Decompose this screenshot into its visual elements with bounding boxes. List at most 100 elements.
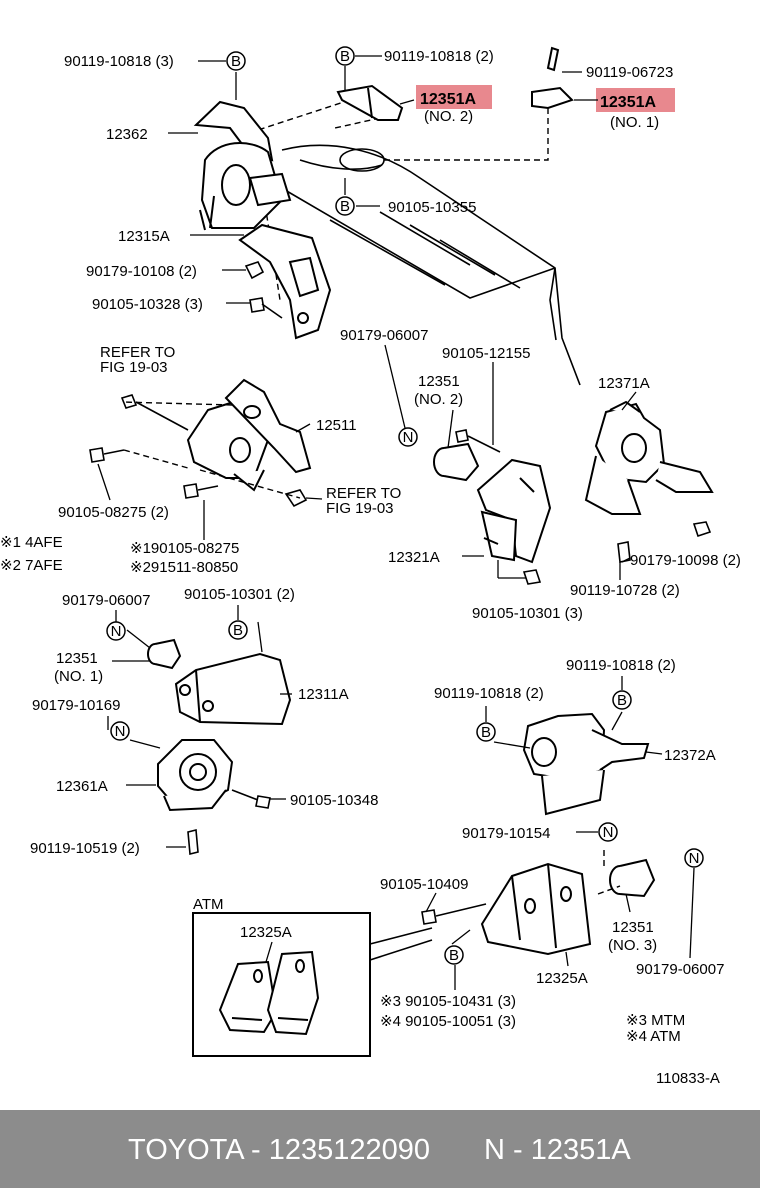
label-fig-code: 110833-A bbox=[656, 1070, 720, 1087]
label-note1: ※1 4AFE bbox=[0, 534, 63, 551]
part-12351-no3 bbox=[609, 858, 656, 898]
label-90119-06723: 90119-06723 bbox=[586, 64, 673, 81]
nut-90179-10108 bbox=[244, 261, 265, 280]
label-no1-a: (NO. 1) bbox=[610, 114, 659, 131]
label-atm: ※4 ATM bbox=[626, 1028, 681, 1045]
label-90179-06007-mid: 90179-06007 bbox=[340, 327, 428, 344]
parts-diagram: B B B N N B B B N N N B 90119-10818 (3) … bbox=[0, 46, 741, 1087]
marker-n: N bbox=[115, 723, 126, 740]
marker-n: N bbox=[603, 824, 614, 841]
label-no3: (NO. 3) bbox=[608, 937, 657, 954]
marker-b: B bbox=[340, 48, 350, 65]
label-90105-08275: 90105-08275 (2) bbox=[58, 504, 169, 521]
bolt-90105-10409 bbox=[421, 903, 487, 925]
label-12325a-box: 12325A bbox=[240, 924, 292, 941]
bolt-90105-12155 bbox=[455, 429, 501, 453]
label-atm-box: ATM bbox=[193, 896, 224, 913]
label-90105-10355: 90105-10355 bbox=[388, 199, 476, 216]
bolt-90105-10301-c bbox=[522, 569, 542, 585]
label-no2-a: (NO. 2) bbox=[424, 108, 473, 125]
label-12311a: 12311A bbox=[298, 686, 349, 703]
label-no1-b: (NO. 1) bbox=[54, 668, 103, 685]
part-12372a-mount bbox=[522, 712, 650, 816]
bolt-90105-08275 bbox=[89, 447, 219, 499]
label-190105-08275: ※190105-08275 bbox=[130, 540, 239, 557]
marker-circles bbox=[106, 46, 704, 965]
part-12351-no1 bbox=[147, 638, 182, 670]
label-12351-no1: 12351 bbox=[56, 650, 98, 667]
label-no2-b: (NO. 2) bbox=[414, 391, 463, 408]
label-90105-10431: ※3 90105-10431 (3) bbox=[380, 993, 516, 1010]
label-90105-12155: 90105-12155 bbox=[442, 345, 530, 362]
label-12511: 12511 bbox=[316, 417, 357, 434]
label-refer2-a: REFER TO bbox=[326, 485, 401, 502]
leader-lines bbox=[97, 55, 695, 990]
label-90119-10818-m: 90119-10818 (2) bbox=[434, 685, 544, 702]
label-12361a: 12361A bbox=[56, 778, 108, 795]
part-12351-no2 bbox=[433, 442, 480, 482]
marker-b: B bbox=[449, 947, 459, 964]
bolt-refer-19-03-upper bbox=[120, 394, 189, 431]
part-12325a-atm bbox=[218, 950, 320, 1036]
label-90119-10728: 90119-10728 (2) bbox=[570, 582, 680, 599]
label-90105-10328: 90105-10328 (3) bbox=[92, 296, 203, 313]
label-90179-10108: 90179-10108 (2) bbox=[86, 263, 197, 280]
label-90119-10818-tl: 90119-10818 (3) bbox=[64, 53, 174, 70]
part-labels: 90119-10818 (3) 90119-10818 (2) 90119-06… bbox=[0, 48, 741, 1087]
label-90105-10301-c: 90105-10301 (3) bbox=[472, 605, 583, 622]
label-12371a: 12371A bbox=[598, 375, 650, 392]
part-12321a-bracket bbox=[476, 458, 552, 564]
part-12351a-no2 bbox=[336, 84, 404, 121]
label-mtm: ※3 MTM bbox=[626, 1012, 685, 1029]
nut-refer-19-03-lower bbox=[284, 489, 308, 508]
label-90105-10348: 90105-10348 bbox=[290, 792, 378, 809]
label-90119-10818-top: 90119-10818 (2) bbox=[384, 48, 494, 65]
highlight-12351a-no2 bbox=[416, 85, 492, 109]
label-12315a: 12315A bbox=[118, 228, 170, 245]
marker-n: N bbox=[403, 429, 414, 446]
label-refer1-a: REFER TO bbox=[100, 344, 175, 361]
part-12511-bracket bbox=[186, 378, 312, 492]
label-90179-06007-l: 90179-06007 bbox=[62, 592, 150, 609]
label-90105-10409: 90105-10409 bbox=[380, 876, 468, 893]
dashed-leaders-12511 bbox=[121, 401, 301, 499]
marker-n: N bbox=[111, 623, 122, 640]
label-90105-10301-2: 90105-10301 (2) bbox=[184, 586, 295, 603]
dashed-leaders-lower bbox=[597, 850, 621, 895]
marker-b: B bbox=[340, 198, 350, 215]
label-note2: ※2 7AFE bbox=[0, 557, 63, 574]
marker-b: B bbox=[231, 53, 241, 70]
marker-b: B bbox=[233, 622, 243, 639]
bolt-90105-10348 bbox=[231, 789, 271, 809]
atm-inset-pointer bbox=[369, 927, 433, 961]
label-90119-10818-r: 90119-10818 (2) bbox=[566, 657, 676, 674]
bolt-90119-10519 bbox=[187, 828, 199, 856]
label-refer2-b: FIG 19-03 bbox=[326, 500, 394, 517]
label-12325a: 12325A bbox=[536, 970, 588, 987]
dashed-leaders-top bbox=[257, 99, 549, 301]
part-12325a-bracket bbox=[480, 862, 592, 956]
part-12315a-bracket bbox=[238, 223, 332, 340]
bolt-90105-10328 bbox=[249, 297, 283, 319]
label-90179-10169: 90179-10169 bbox=[32, 697, 120, 714]
marker-n: N bbox=[689, 850, 700, 867]
label-12351a-no1: 12351A bbox=[600, 94, 656, 111]
label-90105-10051: ※4 90105-10051 (3) bbox=[380, 1013, 516, 1030]
label-12351a-no2: 12351A bbox=[420, 91, 476, 108]
marker-letters: B B B N N B B B N N N B bbox=[111, 48, 700, 964]
engine-outline bbox=[281, 144, 581, 386]
label-12351-no2: 12351 bbox=[418, 373, 460, 390]
label-90179-10098: 90179-10098 (2) bbox=[630, 552, 741, 569]
marker-b: B bbox=[617, 692, 627, 709]
label-12351-no3: 12351 bbox=[612, 919, 654, 936]
part-12351a-no1 bbox=[531, 46, 574, 110]
marker-b: B bbox=[481, 724, 491, 741]
highlight-12351a-no1 bbox=[596, 88, 675, 112]
label-refer1-b: FIG 19-03 bbox=[100, 359, 168, 376]
footer-ref: N - 12351A bbox=[484, 1134, 631, 1166]
part-12371a-bracket bbox=[584, 400, 714, 515]
part-12361a-mount bbox=[157, 739, 234, 812]
footer-brand-part: TOYOTA - 1235122090 bbox=[128, 1134, 431, 1166]
label-12372a: 12372A bbox=[664, 747, 716, 764]
label-90179-06007-r: 90179-06007 bbox=[636, 961, 724, 978]
